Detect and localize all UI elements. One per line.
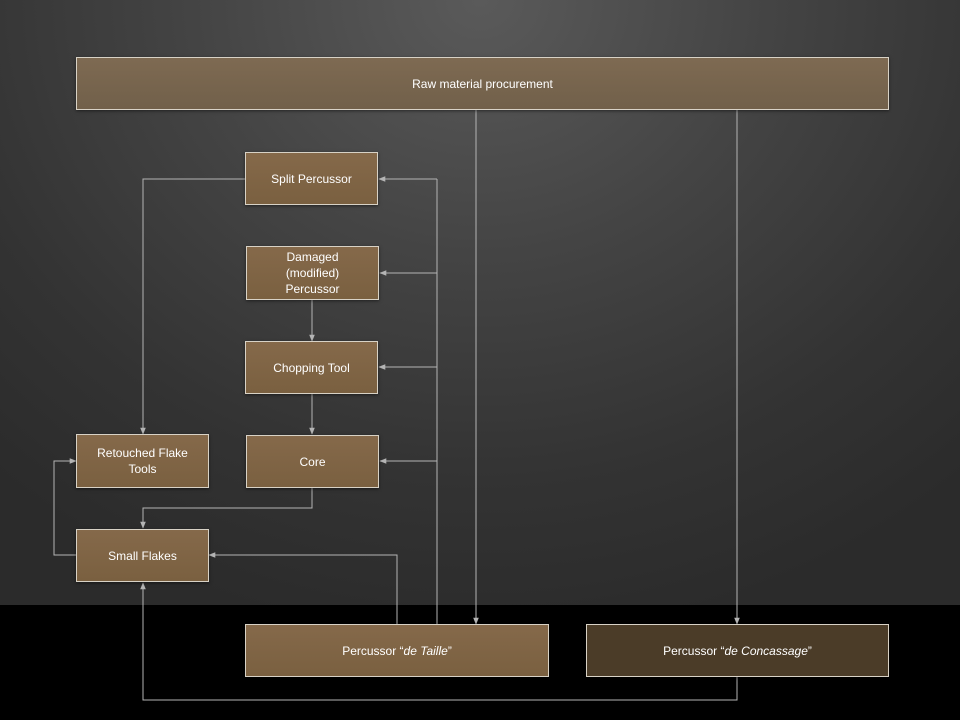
split-percussor-label: Split Percussor xyxy=(271,171,352,186)
arrow-core-to-small-flakes xyxy=(140,488,313,529)
percussor-de-taille-label: Percussor “de Taille” xyxy=(342,643,452,659)
percussor-de-concassage-prefix: Percussor “ xyxy=(663,643,725,658)
percussor-de-concassage-suffix: ” xyxy=(807,643,812,658)
raw-material-box: Raw material procurement xyxy=(76,57,889,110)
core-label: Core xyxy=(299,454,326,469)
arrow-taille-to-small-flakes xyxy=(208,552,398,624)
chopping-tool-label: Chopping Tool xyxy=(273,360,350,375)
damaged-percussor-label: Damaged (modified) Percussor xyxy=(285,250,340,296)
percussor-de-taille-prefix: Percussor “ xyxy=(342,643,404,658)
raw-material-label: Raw material procurement xyxy=(412,76,553,91)
percussor-de-taille-box: Percussor “de Taille” xyxy=(245,624,549,677)
arrow-small-flakes-to-retouched xyxy=(53,458,77,556)
damaged-percussor-box: Damaged (modified) Percussor xyxy=(246,246,379,300)
retouched-flake-tools-label: Retouched Flake Tools xyxy=(97,446,188,476)
percussor-de-taille-italic: de Taille xyxy=(403,643,448,658)
core-box: Core xyxy=(246,435,379,488)
small-flakes-box: Small Flakes xyxy=(76,529,209,582)
arrow-concassage-to-small-flakes xyxy=(140,582,738,701)
percussor-de-concassage-label: Percussor “de Concassage” xyxy=(663,643,812,659)
percussor-de-concassage-italic: de Concassage xyxy=(724,643,808,658)
arrow-split-to-retouched xyxy=(140,178,245,435)
percussor-de-taille-suffix: ” xyxy=(447,643,452,658)
retouched-flake-tools-box: Retouched Flake Tools xyxy=(76,434,209,488)
small-flakes-label: Small Flakes xyxy=(108,548,177,563)
chopping-tool-box: Chopping Tool xyxy=(245,341,378,394)
percussor-de-concassage-box: Percussor “de Concassage” xyxy=(586,624,889,677)
split-percussor-box: Split Percussor xyxy=(245,152,378,205)
